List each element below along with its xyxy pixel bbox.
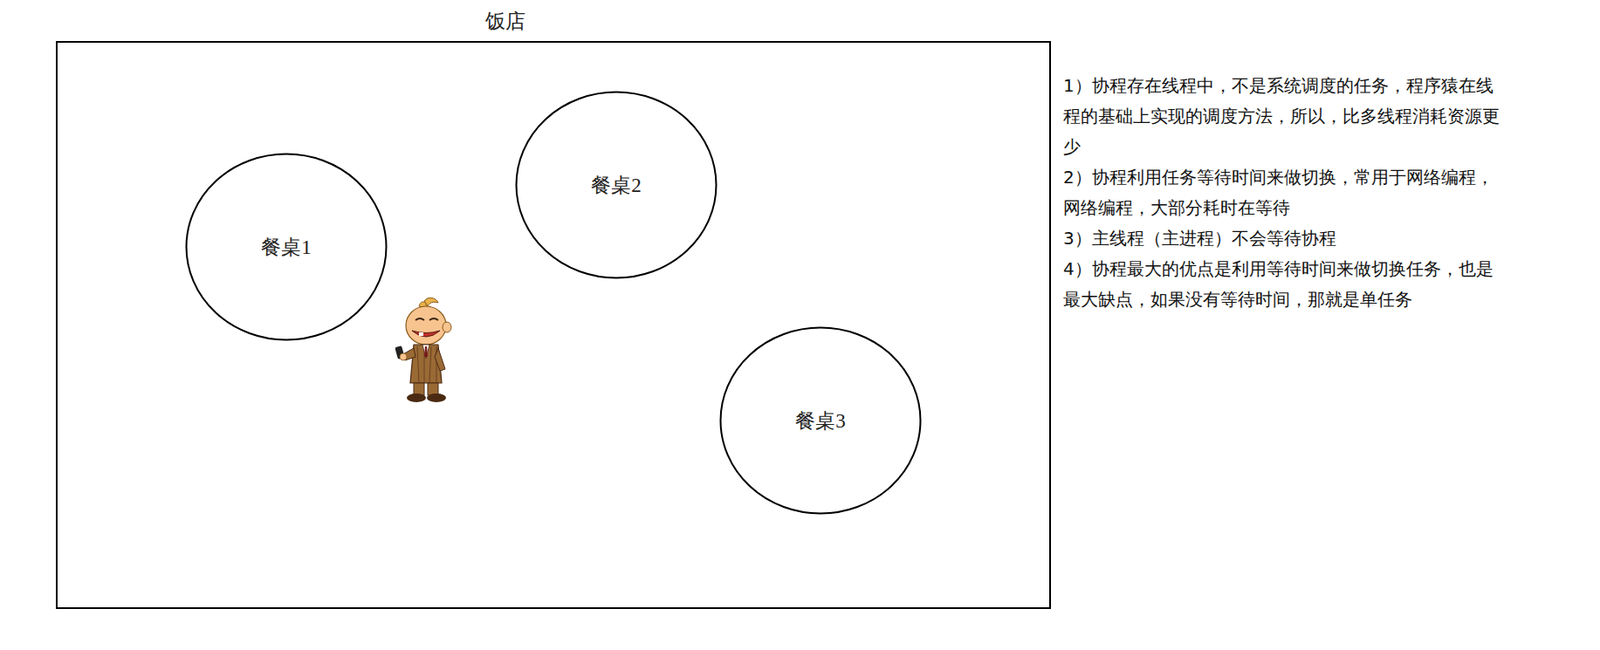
table-circle: 餐桌3 [719,326,922,516]
restaurant-heading: 饭店 [485,7,526,35]
restaurant-box: 饭店餐桌1餐桌2餐桌3 [55,41,1051,610]
note-text: 1）协程存在线程中，不是系统调度的任务，程序猿在线 程的基础上实现的调度方法，所… [1063,70,1504,163]
table-label: 餐桌2 [590,171,642,200]
table-circle: 餐桌2 [515,90,718,280]
table-label: 餐桌1 [260,233,312,261]
notes-panel: 1）协程存在线程中，不是系统调度的任务，程序猿在线 程的基础上实现的调度方法，所… [1063,70,1504,316]
note-text: 3）主线程（主进程）不会等待协程 [1063,223,1504,255]
waiter-cartoon [392,295,460,404]
note-text: 2）协程利用任务等待时间来做切换，常用于网络编程， 网络编程，大部分耗时在等待 [1063,162,1504,224]
table-label: 餐桌3 [795,407,846,435]
table-circle: 餐桌1 [185,152,388,342]
note-text: 4）协程最大的优点是利用等待时间来做切换任务，也是 最大缺点，如果没有等待时间，… [1063,254,1504,316]
